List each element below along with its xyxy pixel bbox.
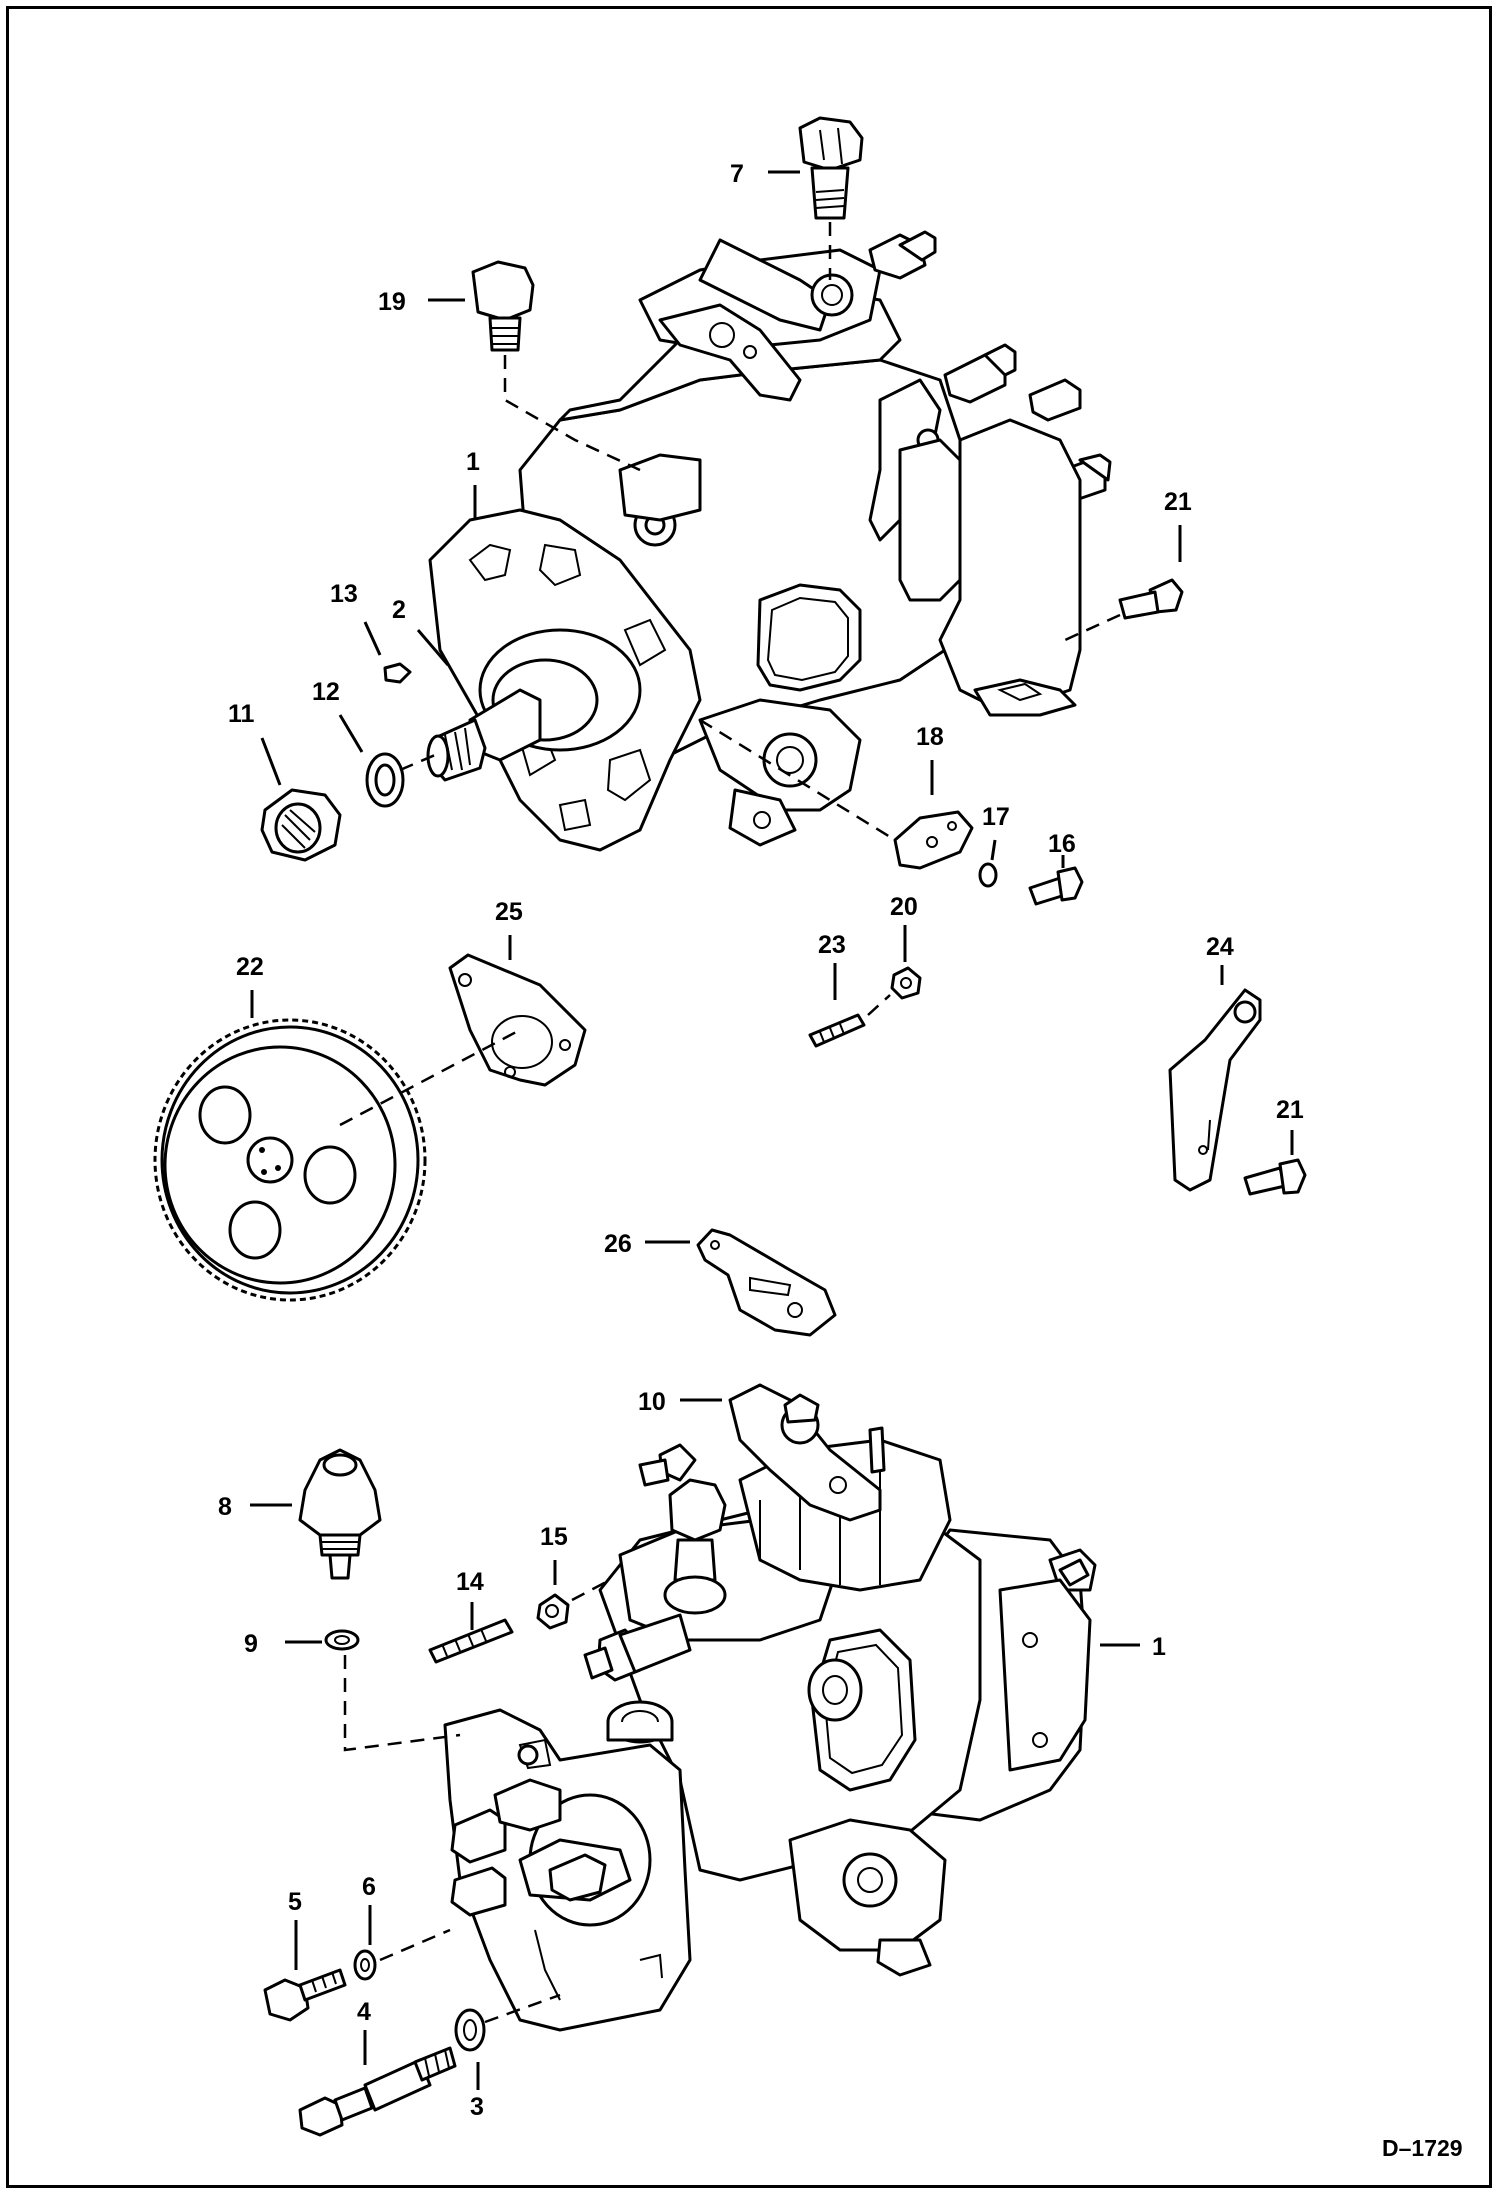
callout-22: 22 xyxy=(236,953,264,981)
callout-7: 7 xyxy=(730,160,744,188)
plate-26 xyxy=(696,1228,837,1337)
plug-19 xyxy=(471,260,641,472)
nut-20 xyxy=(890,966,922,1000)
callout-13: 13 xyxy=(330,580,358,608)
callout-4: 4 xyxy=(357,1998,371,2026)
bolt-21-upper xyxy=(1064,578,1184,642)
gasket-25 xyxy=(448,953,587,1087)
washer-9 xyxy=(324,1629,461,1752)
callout-20: 20 xyxy=(890,893,918,921)
plate-18 xyxy=(699,718,974,870)
callout-8: 8 xyxy=(218,1493,232,1521)
fitting-4 xyxy=(298,2046,457,2137)
bolt-5 xyxy=(263,1968,347,2022)
bracket-24 xyxy=(1168,988,1262,1192)
callout-16: 16 xyxy=(1048,830,1076,858)
callout-1: 1 xyxy=(1152,1633,1166,1661)
callout-17: 17 xyxy=(982,803,1010,831)
callout-3: 3 xyxy=(470,2093,484,2121)
callout-26: 26 xyxy=(604,1230,632,1258)
nut-15 xyxy=(536,1578,611,1630)
bolt-7 xyxy=(798,116,864,280)
leader-lines xyxy=(250,170,1294,2090)
callout-25: 25 xyxy=(495,898,523,926)
washer-6 xyxy=(353,1928,451,1981)
solenoid-8 xyxy=(298,1448,382,1580)
figure-id: D–1729 xyxy=(1382,2135,1463,2161)
callout-9: 9 xyxy=(244,1630,258,1658)
o-ring-17 xyxy=(978,862,998,888)
callout-21: 21 xyxy=(1164,488,1192,516)
washer-12 xyxy=(365,752,436,808)
woodruff-key-13 xyxy=(383,662,412,684)
callout-10: 10 xyxy=(638,1388,666,1416)
callout-19: 19 xyxy=(378,288,406,316)
callout-15: 15 xyxy=(540,1523,568,1551)
nut-11 xyxy=(260,788,342,862)
callout-6: 6 xyxy=(362,1873,376,1901)
callout-23: 23 xyxy=(818,931,846,959)
washer-3 xyxy=(454,1993,561,2052)
stud-23 xyxy=(808,994,891,1048)
stud-14 xyxy=(428,1618,514,1664)
injection-pump-upper xyxy=(426,230,1112,852)
callout-14: 14 xyxy=(456,1568,484,1596)
bolt-21-lower xyxy=(1243,1158,1307,1196)
callout-24: 24 xyxy=(1206,933,1234,961)
callout-labels: 7 19 1 21 13 2 12 11 18 17 16 25 20 23 2… xyxy=(218,160,1304,2121)
callout-2: 2 xyxy=(392,596,406,624)
callout-11: 11 xyxy=(228,700,255,728)
callout-5: 5 xyxy=(288,1888,302,1916)
screw-16 xyxy=(1028,866,1084,906)
callout-18: 18 xyxy=(916,723,944,751)
callout-12: 12 xyxy=(312,678,340,706)
gear-22 xyxy=(153,1018,521,1302)
callout-21: 21 xyxy=(1276,1096,1304,1124)
callout-1: 1 xyxy=(466,448,480,476)
injection-pump-lower xyxy=(443,1383,1097,2032)
